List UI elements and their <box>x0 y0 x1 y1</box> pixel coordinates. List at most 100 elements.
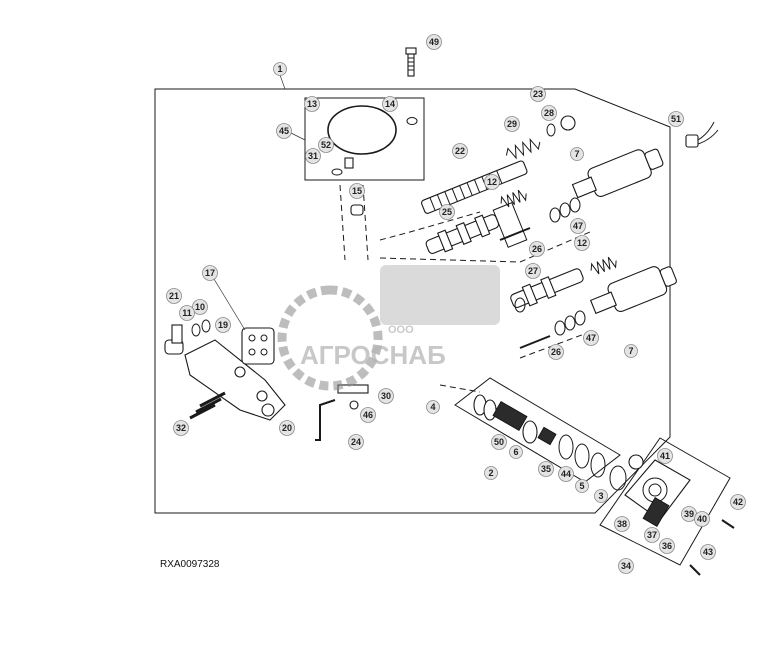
ring-28 <box>546 123 556 137</box>
callout-label: 2 <box>488 468 493 478</box>
callout-bubble <box>452 143 468 159</box>
callout-label: 44 <box>561 469 571 479</box>
callout-label: 50 <box>494 437 504 447</box>
screws-32 <box>189 391 226 420</box>
callout-label: 12 <box>577 238 587 248</box>
callout-46: 46 <box>360 407 376 423</box>
leader-17 <box>213 278 246 331</box>
callout-bubble <box>305 148 321 164</box>
callout-bubble <box>530 86 546 102</box>
callout-31: 31 <box>305 148 321 164</box>
callout-bubble <box>659 538 675 554</box>
callout-12: 12 <box>484 174 500 190</box>
callout-bubble <box>426 400 440 414</box>
callout-label: 5 <box>579 481 584 491</box>
guide-upper <box>379 211 481 241</box>
callout-bubble <box>426 34 442 50</box>
callout-label: 42 <box>733 497 743 507</box>
spool-22 <box>420 160 528 214</box>
seal-kit-box <box>304 97 425 181</box>
callout-label: 52 <box>321 140 331 150</box>
callout-bubble <box>509 445 523 459</box>
callout-bubble <box>657 448 673 464</box>
callout-49: 49 <box>426 34 442 50</box>
screw-42 <box>721 519 735 529</box>
callout-14: 14 <box>382 96 398 112</box>
callout-bubble <box>491 434 507 450</box>
callout-bubble <box>644 527 660 543</box>
callout-label: 47 <box>586 333 596 343</box>
callout-bubble <box>541 105 557 121</box>
callout-label: 23 <box>533 89 543 99</box>
callout-15: 15 <box>349 183 365 199</box>
callout-bubble <box>279 420 295 436</box>
housing-20 <box>184 339 286 421</box>
callout-40: 40 <box>694 511 710 527</box>
spring-12-lower <box>590 256 617 275</box>
callout-bubble <box>348 434 364 450</box>
callout-28: 28 <box>541 105 557 121</box>
callout-24: 24 <box>348 434 364 450</box>
callout-label: 4 <box>430 402 435 412</box>
pin-26-upper <box>499 227 531 241</box>
callout-bubble <box>382 96 398 112</box>
callout-label: 49 <box>429 37 439 47</box>
callout-label: 28 <box>544 108 554 118</box>
callout-label: 6 <box>513 447 518 457</box>
callout-label: 21 <box>169 291 179 301</box>
callout-label: 45 <box>279 126 289 136</box>
o-ring-13 <box>327 105 397 155</box>
callout-bubble <box>525 263 541 279</box>
upper-spool-box <box>492 202 528 248</box>
guide-15 <box>339 184 346 261</box>
callout-23: 23 <box>530 86 546 102</box>
callout-50: 50 <box>491 434 507 450</box>
nut-23 <box>560 115 576 131</box>
callout-bubble <box>700 544 716 560</box>
callout-label: 35 <box>541 464 551 474</box>
callout-22: 22 <box>452 143 468 159</box>
callout-bubble <box>273 62 287 76</box>
reference-code: RXA0097328 <box>160 559 220 570</box>
callout-21: 21 <box>166 288 182 304</box>
ring-lower <box>514 297 526 313</box>
callout-bubble <box>504 116 520 132</box>
callout-7: 7 <box>624 344 638 358</box>
nut-46 <box>349 400 359 410</box>
spool-27 <box>510 268 584 309</box>
callout-label: 14 <box>385 99 395 109</box>
tube-24 <box>315 399 336 441</box>
plug-52 <box>344 157 354 169</box>
callout-47: 47 <box>583 330 599 346</box>
ring-3 <box>609 465 627 491</box>
callout-19: 19 <box>215 317 231 333</box>
callout-label: 46 <box>363 410 373 420</box>
callout-bubble <box>166 288 182 304</box>
callout-bubble <box>668 111 684 127</box>
callout-label: 7 <box>628 346 633 356</box>
callout-45: 45 <box>276 123 292 139</box>
callout-26: 26 <box>529 241 545 257</box>
callout-35: 35 <box>538 461 554 477</box>
guide-spool <box>439 384 481 393</box>
leader-1 <box>279 74 286 90</box>
callout-bubble <box>215 317 231 333</box>
callout-label: 36 <box>662 541 672 551</box>
callout-bubble <box>583 330 599 346</box>
callout-7: 7 <box>570 147 584 161</box>
callout-label: 51 <box>671 114 681 124</box>
callout-label: 47 <box>573 221 583 231</box>
callout-38: 38 <box>614 516 630 532</box>
callout-bubble <box>439 204 455 220</box>
callout-42: 42 <box>730 494 746 510</box>
o-rings-47-lower <box>554 310 586 336</box>
callout-label: 27 <box>528 266 538 276</box>
solenoid-7-upper <box>571 148 664 199</box>
callout-5: 5 <box>575 479 589 493</box>
callout-bubble <box>360 407 376 423</box>
callout-label: 32 <box>176 423 186 433</box>
callout-label: 43 <box>703 547 713 557</box>
callout-41: 41 <box>657 448 673 464</box>
callout-label: 3 <box>598 491 603 501</box>
